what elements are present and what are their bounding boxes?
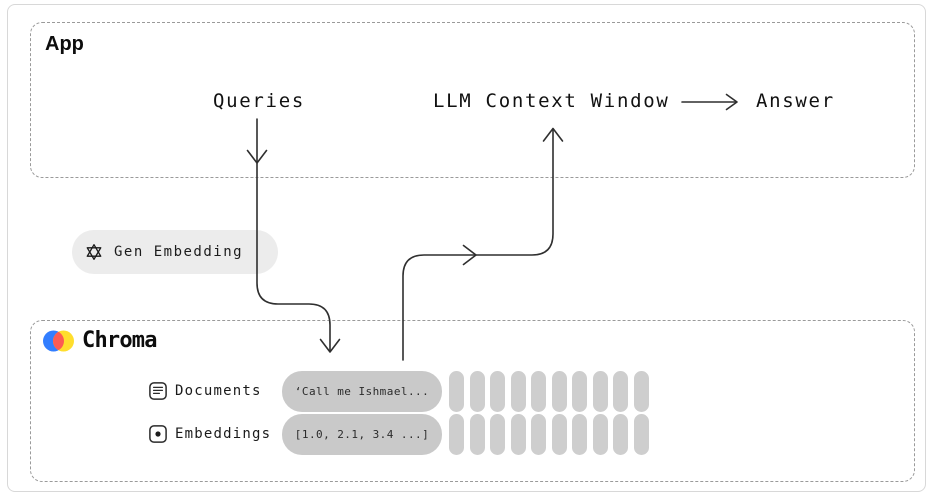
embedding-sample-text: [1.0, 2.1, 3.4 ...] xyxy=(294,428,430,441)
vector-placeholder-pill xyxy=(531,371,546,412)
vector-placeholder-pill xyxy=(531,414,546,455)
vector-placeholder-pill xyxy=(469,414,485,455)
vector-placeholder-pill xyxy=(613,371,628,412)
app-box-title: App xyxy=(45,33,84,55)
chroma-box: Chroma Documents ‘Call me Ishmael... xyxy=(30,320,915,482)
vector-placeholder-pill xyxy=(592,371,608,412)
document-icon xyxy=(149,382,167,400)
vector-placeholder-pill xyxy=(572,414,587,455)
document-sample-pill: ‘Call me Ishmael... xyxy=(282,371,442,412)
vector-placeholder-pill xyxy=(551,414,567,455)
openai-logo-icon xyxy=(86,244,102,260)
vector-placeholder-pill xyxy=(510,371,526,412)
vector-placeholder-pill xyxy=(490,371,505,412)
embeddings-placeholder-pills xyxy=(449,414,649,455)
vector-placeholder-pill xyxy=(592,414,608,455)
document-sample-text: ‘Call me Ishmael... xyxy=(294,385,430,398)
vector-placeholder-pill xyxy=(551,371,567,412)
documents-label: Documents xyxy=(175,383,262,399)
chroma-title: Chroma xyxy=(82,328,157,353)
vector-placeholder-pill xyxy=(490,414,505,455)
vector-placeholder-pill xyxy=(449,414,464,455)
embedding-dot-icon xyxy=(149,425,167,443)
vector-placeholder-pill xyxy=(449,371,464,412)
vector-placeholder-pill xyxy=(613,414,628,455)
vector-placeholder-pill xyxy=(469,371,485,412)
embedding-sample-pill: [1.0, 2.1, 3.4 ...] xyxy=(282,414,442,455)
answer-label: Answer xyxy=(756,90,835,112)
chroma-logo-icon xyxy=(43,330,74,351)
documents-row: Documents xyxy=(149,382,262,400)
embeddings-label: Embeddings xyxy=(175,426,272,442)
vector-placeholder-pill xyxy=(572,371,587,412)
vector-placeholder-pill xyxy=(510,414,526,455)
embeddings-row: Embeddings xyxy=(149,425,271,443)
chroma-header: Chroma xyxy=(43,328,157,353)
gen-embedding-label: Gen Embedding xyxy=(114,244,244,260)
gen-embedding-pill: Gen Embedding xyxy=(72,230,278,274)
vector-placeholder-pill xyxy=(633,414,649,455)
queries-label: Queries xyxy=(213,90,305,112)
outer-frame xyxy=(7,4,926,492)
llm-context-window-label: LLM Context Window xyxy=(433,90,670,112)
documents-placeholder-pills xyxy=(449,371,649,412)
vector-placeholder-pill xyxy=(633,371,649,412)
